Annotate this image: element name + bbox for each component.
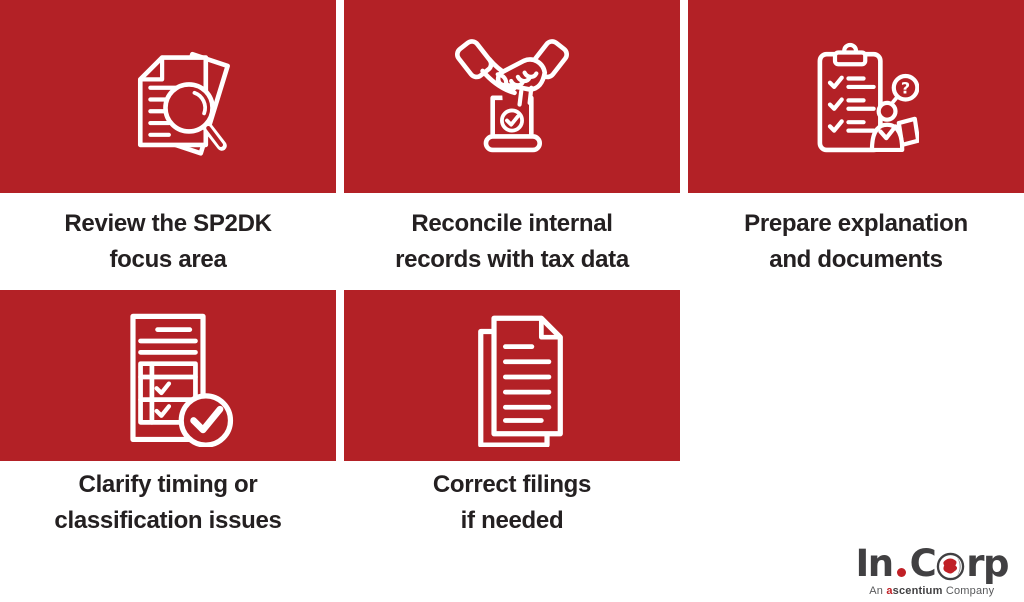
empty-cell	[688, 461, 1024, 545]
caption-line: and documents	[769, 245, 943, 273]
caption-line: Correct filings	[432, 471, 592, 498]
clipboard-checklist-person-icon: ?	[817, 42, 919, 152]
caption-line: classification issues	[54, 507, 282, 534]
form-checkmark-icon	[130, 313, 234, 447]
tagline-an: An	[869, 585, 887, 597]
step-block-prepare: ?	[688, 0, 1024, 193]
caption-line: Reconcile internal	[411, 209, 613, 237]
stacked-documents-icon	[478, 315, 563, 447]
step-caption-clarify: Clarify timing or classification issues	[0, 461, 336, 545]
tagline-brand-initial: a	[886, 585, 893, 597]
caption-line: if needed	[460, 507, 564, 534]
handshake-agreement-icon	[454, 38, 570, 152]
document-magnifier-icon	[137, 51, 230, 156]
step-caption-prepare: Prepare explanation and documents	[688, 193, 1024, 290]
globe-icon	[937, 552, 965, 581]
step-caption-review: Review the SP2DK focus area	[0, 193, 336, 290]
caption-line: Review the SP2DK	[64, 209, 272, 237]
logo-text-in: In	[855, 542, 895, 585]
logo-text-c: C	[909, 542, 937, 585]
logo-text-rp: rp	[966, 542, 1009, 585]
step-block-correct	[344, 290, 680, 461]
caption-line: Clarify timing or	[78, 471, 258, 498]
step-block-reconcile	[344, 0, 680, 193]
caption-line: focus area	[109, 245, 227, 273]
step-block-review	[0, 0, 336, 193]
logo-dot-icon	[896, 568, 906, 577]
empty-cell	[688, 290, 1024, 461]
caption-line: Prepare explanation	[744, 209, 968, 237]
svg-text:?: ?	[901, 78, 910, 97]
tagline-company: Company	[942, 585, 995, 597]
caption-line: records with tax data	[395, 245, 629, 273]
step-caption-correct: Correct filings if needed	[344, 461, 680, 545]
incorp-logo-wordmark: In C rp	[855, 542, 1010, 585]
footer: In C rp An ascentium Company	[0, 545, 1024, 602]
logo-tagline: An ascentium Company	[856, 585, 1009, 597]
step-block-clarify	[0, 290, 336, 461]
incorp-logo: In C rp An ascentium Company	[855, 542, 1010, 597]
step-caption-reconcile: Reconcile internal records with tax data	[344, 193, 680, 290]
tagline-brand-rest: scentium	[892, 585, 943, 597]
